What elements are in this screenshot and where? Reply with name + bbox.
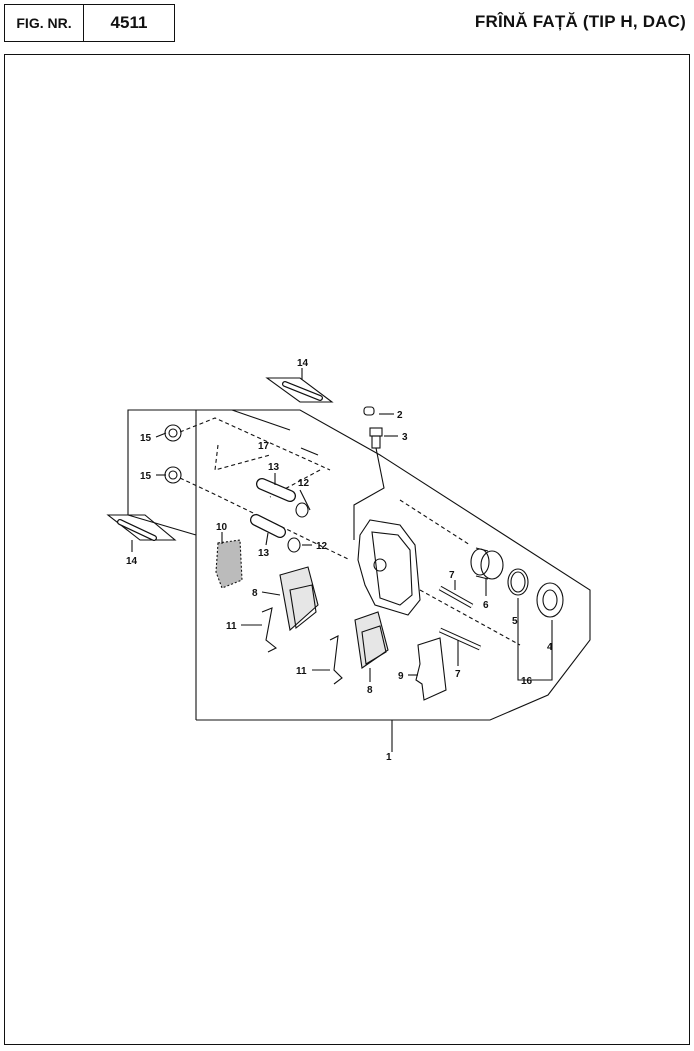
- anti-squeal-shim-10: [215, 539, 243, 589]
- callout-4: 4: [547, 642, 553, 653]
- callout-10: 10: [216, 522, 228, 533]
- callout-3: 3: [402, 432, 408, 443]
- callout-13b: 13: [258, 548, 270, 559]
- anti-rattle-spring-11-top: [261, 607, 278, 653]
- callout-15b: 15: [140, 471, 152, 482]
- callout-9: 9: [398, 671, 404, 682]
- callout-5: 5: [512, 616, 518, 627]
- sleeve-13-top: [256, 478, 296, 502]
- callout-2: 2: [397, 410, 403, 421]
- callout-14b: 14: [126, 556, 138, 567]
- callout-1: 1: [386, 752, 392, 763]
- callout-7b: 7: [455, 669, 461, 680]
- page-title: FRÎNĂ FAȚĂ (TIP H, DAC): [474, 12, 686, 31]
- caliper-body: [357, 519, 421, 616]
- drawing-frame: [4, 54, 690, 1045]
- bleed-screw-3: [369, 427, 383, 449]
- figure-number-box: FIG. NR. 4511: [4, 4, 175, 42]
- callout-15a: 15: [140, 433, 152, 444]
- figure-label: FIG. NR.: [5, 5, 84, 41]
- bushing-15-bottom: [164, 466, 182, 484]
- anti-rattle-spring-11-bottom: [329, 635, 343, 685]
- figure-number: 4511: [110, 13, 148, 32]
- callout-6: 6: [483, 600, 489, 611]
- callout-12a: 12: [298, 478, 310, 489]
- guide-pin-bottom: [117, 519, 157, 541]
- callout-13a: 13: [268, 462, 280, 473]
- dust-cap-2: [363, 406, 375, 416]
- callout-8b: 8: [367, 685, 373, 696]
- guide-pin-7-bottom: [438, 627, 482, 651]
- assembly-outline: [127, 409, 197, 720]
- callout-17: 17: [258, 441, 270, 452]
- callout-8a: 8: [252, 588, 258, 599]
- callout-11b: 11: [296, 666, 307, 677]
- shim-9: [415, 637, 447, 701]
- seal-12-top: [295, 502, 309, 518]
- seal-ring-5: [507, 568, 529, 596]
- callout-16: 16: [521, 676, 533, 687]
- callout-labels: 1 2 3 4 5 6 7 7 8 8 9 10 11 11 12 12 13 …: [126, 358, 553, 763]
- callout-7a: 7: [449, 570, 455, 581]
- brake-pad-8-top: [279, 566, 319, 632]
- piston-6: [470, 547, 504, 580]
- guide-pin-top: [282, 381, 323, 401]
- sleeve-13-bottom: [250, 514, 286, 538]
- seal-12-bottom: [287, 537, 301, 553]
- dust-boot-4: [536, 582, 564, 618]
- bushing-15-top: [164, 424, 182, 442]
- callout-12b: 12: [316, 541, 328, 552]
- callout-11a: 11: [226, 621, 237, 632]
- brake-pad-8-bottom: [354, 611, 389, 669]
- callout-14a: 14: [297, 358, 309, 369]
- guide-pin-7-top: [438, 585, 474, 609]
